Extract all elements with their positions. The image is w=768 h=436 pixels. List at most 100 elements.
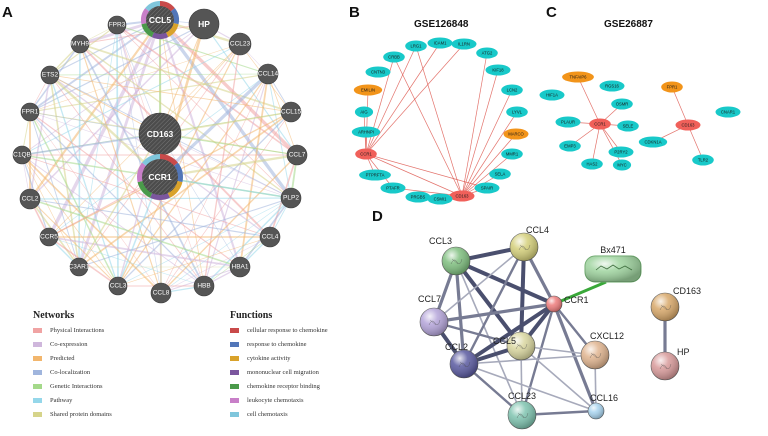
protein-node-hp[interactable]: HP bbox=[650, 347, 690, 381]
network-legend-swatch bbox=[33, 397, 42, 403]
gene-node-lcn2[interactable]: LCN2 bbox=[501, 84, 523, 96]
protein-node-ccl16[interactable]: CCL16 bbox=[587, 393, 618, 420]
gene-node-myc[interactable]: MYC bbox=[612, 159, 632, 171]
gene-node-ccl15[interactable]: CCL15 bbox=[280, 101, 302, 123]
gene-node-ccl5[interactable]: CCL5 bbox=[141, 1, 180, 40]
gene-node-ccr1[interactable]: CCR1 bbox=[136, 154, 184, 200]
protein-node-cxcl12[interactable]: CXCL12 bbox=[580, 331, 624, 370]
gene-node-kif18[interactable]: KIF18 bbox=[485, 64, 511, 76]
gene-node-hbb[interactable]: HBB bbox=[193, 275, 215, 297]
gene-node-ccl23[interactable]: CCL23 bbox=[228, 32, 252, 56]
gene-node-ccl2[interactable]: CCL2 bbox=[19, 188, 41, 210]
gene-node-cdkn1a[interactable]: CDKN1A bbox=[638, 136, 668, 148]
interaction-edge bbox=[79, 43, 292, 199]
gene-node-cd163[interactable]: CD163 bbox=[449, 190, 475, 202]
network-legend-item: Physical Interactions bbox=[33, 323, 112, 337]
protein-node-ccl7[interactable]: CCL7 bbox=[418, 294, 449, 337]
gene-node-has2[interactable]: HAS2 bbox=[581, 158, 603, 170]
gene-node-cd163[interactable]: CD163 bbox=[675, 119, 701, 131]
function-legend-item: leukocyte chemotaxis bbox=[230, 393, 328, 407]
gene-node-icam1[interactable]: ICAM1 bbox=[427, 37, 453, 49]
gene-node-ellipse bbox=[501, 148, 523, 160]
protein-node-ccl3[interactable]: CCL3 bbox=[429, 236, 471, 276]
gene-node-lyvl[interactable]: LYVL bbox=[506, 106, 528, 118]
protein-node-ccr1[interactable]: CCR1 bbox=[545, 295, 589, 313]
gene-node-cnar1[interactable]: CNAR1 bbox=[715, 106, 741, 118]
gene-node-myh9[interactable]: MYH9 bbox=[70, 34, 89, 54]
gene-node-plaur[interactable]: PLAUR bbox=[555, 116, 581, 128]
gene-node-c1qb[interactable]: C1QB bbox=[12, 145, 32, 165]
gene-node-cd163[interactable]: CD163 bbox=[138, 112, 182, 156]
gene-node-circle bbox=[40, 65, 60, 85]
gene-node-il1rn[interactable]: IL1RN bbox=[451, 38, 477, 50]
gene-node-lrg1[interactable]: LRG1 bbox=[405, 40, 427, 52]
gene-node-ellipse bbox=[617, 120, 639, 132]
coexpression-edge bbox=[393, 56, 463, 197]
network-legend-swatch bbox=[33, 411, 42, 417]
gene-node-fpr1[interactable]: FPR1 bbox=[20, 102, 40, 122]
protein-structure-icon bbox=[589, 352, 602, 359]
gene-node-plp2[interactable]: PLP2 bbox=[280, 187, 302, 209]
gene-node-ellipse bbox=[599, 80, 625, 92]
drug-node-bx471[interactable] bbox=[584, 255, 642, 283]
gene-node-prgbs[interactable]: PRGBS bbox=[405, 191, 431, 203]
gene-node-label: CCR1 bbox=[148, 172, 171, 182]
gene-node-ets2[interactable]: ETS2 bbox=[40, 65, 60, 85]
gene-node-mmr1[interactable]: MMR1 bbox=[501, 148, 523, 160]
gene-node-ccl3[interactable]: CCL3 bbox=[108, 276, 128, 296]
gene-node-osmr[interactable]: OSMR bbox=[611, 98, 633, 110]
gene-node-c3ar1[interactable]: C3AR1 bbox=[69, 257, 90, 277]
interaction-edge bbox=[203, 197, 292, 287]
protein-node-ccl2[interactable]: CCL2 bbox=[445, 342, 479, 379]
gene-node-arhnpi[interactable]: ARHNPI bbox=[351, 126, 381, 138]
protein-node-ccl23[interactable]: CCL23 bbox=[507, 391, 537, 430]
gene-node-emilin[interactable]: EMILIN bbox=[353, 84, 383, 96]
gene-node-ccl8[interactable]: CCL8 bbox=[150, 282, 172, 304]
gene-node-ptafr[interactable]: PTAFR bbox=[380, 182, 406, 194]
interaction-edge bbox=[159, 153, 298, 179]
gene-node-ccl4[interactable]: CCL4 bbox=[259, 226, 281, 248]
protein-node-ccl4[interactable]: CCL4 bbox=[509, 225, 549, 262]
gene-node-ccl7[interactable]: CCL7 bbox=[286, 144, 308, 166]
network-legend-swatch bbox=[33, 327, 42, 333]
gene-node-p2ry2[interactable]: P2RY2 bbox=[608, 146, 634, 158]
gene-node-spair[interactable]: SPAIR bbox=[474, 182, 500, 194]
gene-node-fpr3[interactable]: FPR3 bbox=[107, 15, 127, 35]
gene-node-label: CCL7 bbox=[289, 152, 306, 159]
gene-node-ccr1[interactable]: CCR1 bbox=[589, 118, 611, 130]
gene-node-crbb[interactable]: CRBB bbox=[383, 51, 405, 63]
gene-node-sela[interactable]: SELA bbox=[489, 168, 511, 180]
coexpression-edge bbox=[365, 153, 463, 197]
gene-node-ccl14[interactable]: CCL14 bbox=[257, 63, 279, 85]
gene-node-ptprfta[interactable]: PTPRFTA bbox=[359, 169, 391, 181]
gene-node-hba1[interactable]: HBA1 bbox=[229, 256, 251, 278]
gene-node-label: CCL5 bbox=[149, 15, 171, 25]
gene-node-aig[interactable]: AIG bbox=[354, 106, 374, 118]
gene-node-label: CCL2 bbox=[22, 196, 39, 203]
gene-node-label: P2RY2 bbox=[614, 150, 628, 155]
gene-node-rgs16[interactable]: RGS16 bbox=[599, 80, 625, 92]
string-edge bbox=[552, 303, 598, 412]
protein-node-ccl5[interactable]: CCL5 bbox=[493, 331, 536, 361]
gene-node-fpr1[interactable]: FPR1 bbox=[661, 81, 683, 93]
gene-node-ellipse bbox=[638, 136, 668, 148]
gene-node-emp3[interactable]: EMP3 bbox=[559, 140, 581, 152]
interaction-edge bbox=[159, 133, 241, 268]
gene-node-csmi1[interactable]: CSMI1 bbox=[427, 193, 453, 205]
gene-node-marco[interactable]: MARCO bbox=[503, 128, 529, 140]
gene-node-label: RGS16 bbox=[605, 84, 619, 89]
gene-node-label: CCR5 bbox=[40, 234, 58, 241]
interaction-edge bbox=[117, 197, 292, 287]
gene-node-hif1a[interactable]: HIF1A bbox=[539, 89, 565, 101]
protein-node-cd163[interactable]: CD163 bbox=[650, 286, 701, 322]
gene-node-circle bbox=[108, 276, 128, 296]
gene-node-tlr2[interactable]: TLR2 bbox=[692, 154, 714, 166]
gene-node-ccr5[interactable]: CCR5 bbox=[39, 227, 59, 247]
gene-node-atg2[interactable]: ATG2 bbox=[476, 47, 498, 59]
gene-node-hp[interactable]: HP bbox=[188, 8, 220, 40]
gene-node-sele[interactable]: SELE bbox=[617, 120, 639, 132]
function-legend-swatch bbox=[230, 411, 239, 417]
gene-node-tnfaip6[interactable]: TNFAIP6 bbox=[562, 71, 594, 83]
gene-node-ccr1[interactable]: CCR1 bbox=[355, 148, 377, 160]
gene-node-cntn3[interactable]: CNTN3 bbox=[365, 66, 391, 78]
